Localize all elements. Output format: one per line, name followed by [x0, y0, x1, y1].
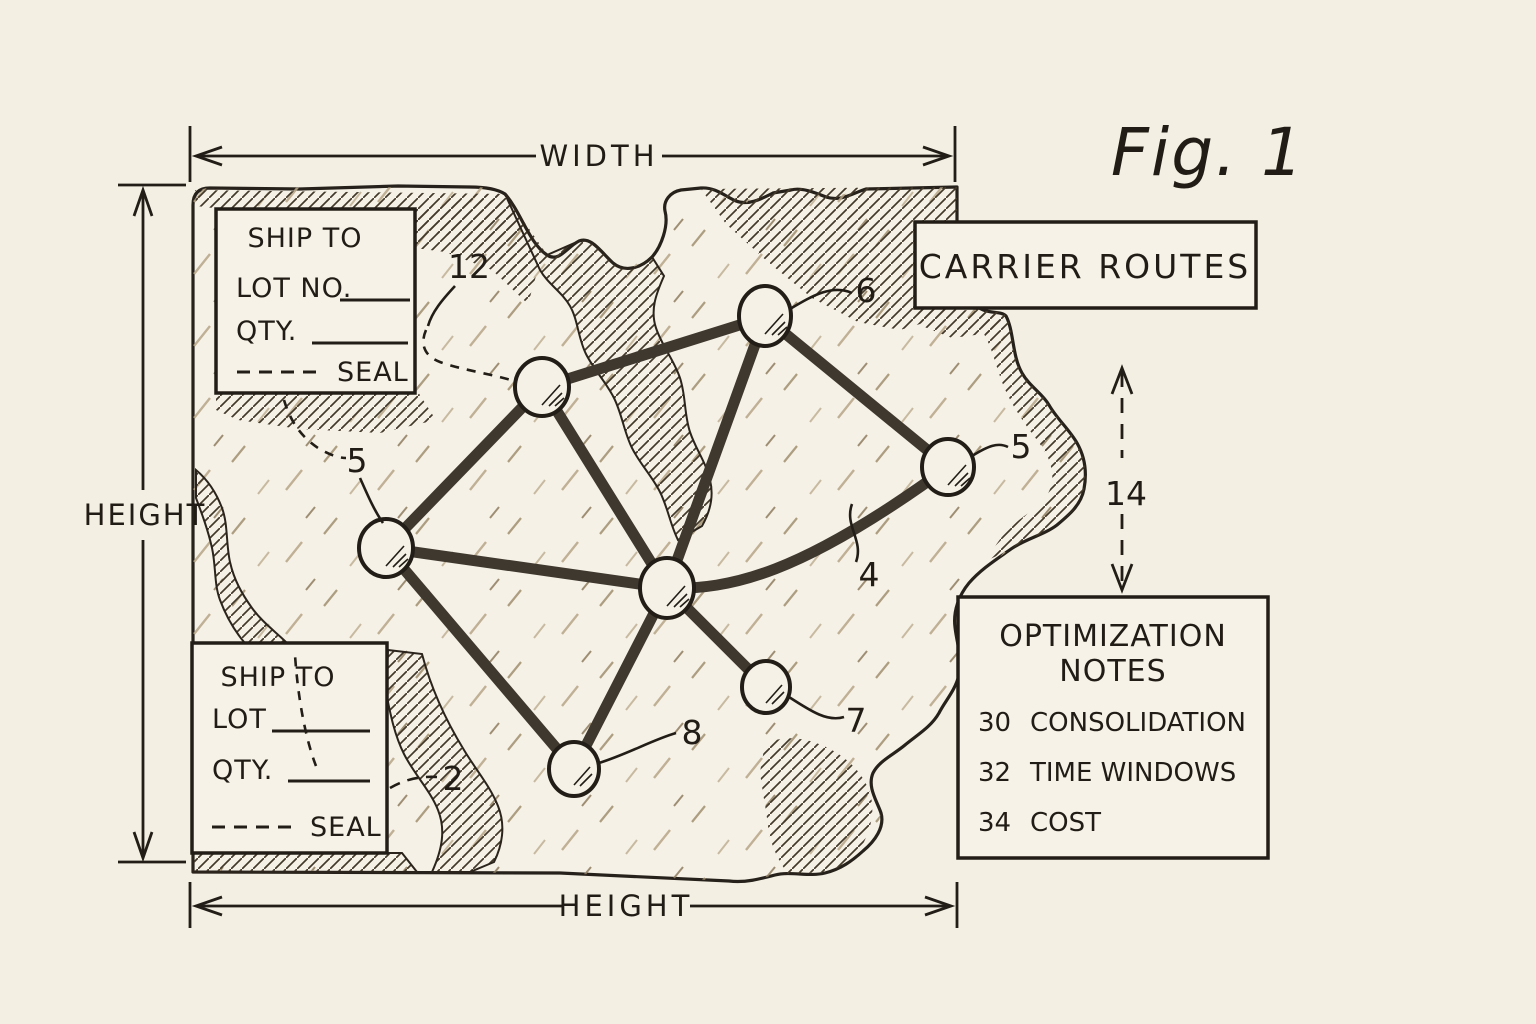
route-edge — [536, 381, 673, 594]
height-dimension-bottom — [188, 882, 959, 928]
node-center-hub — [638, 556, 696, 620]
carrier-route-network — [357, 284, 976, 798]
ref-4: 4 — [859, 555, 880, 594]
height-label-left: HEIGHT — [84, 498, 207, 532]
ship-to-box-bottom: SHIP TO LOT QTY. SEAL — [190, 641, 389, 855]
height-arrowhead-top — [132, 185, 154, 217]
gap-arrowhead-bottom — [1110, 563, 1134, 594]
item-num: 30 — [978, 708, 1011, 738]
carrier-routes-box: CARRIER ROUTES — [913, 220, 1258, 310]
ref-6: 6 — [856, 271, 877, 310]
ship-to-box-top: SHIP TO LOT NO. QTY. SEAL — [214, 207, 417, 395]
ship-to-bottom-seal-label: SEAL — [310, 812, 382, 843]
leader-lines — [282, 285, 1009, 790]
bottom-arrowhead-right — [924, 895, 956, 917]
hatch-right-of-top-box — [415, 193, 540, 304]
leader-5-right — [971, 443, 1009, 458]
route-nodes — [357, 284, 976, 798]
route-edge — [661, 311, 771, 594]
ship-to-bottom-lot-label: LOT — [212, 704, 267, 735]
ref-14: 14 — [1105, 474, 1147, 513]
node-8 — [547, 740, 601, 798]
bottom-arrowhead-left — [191, 895, 223, 917]
leader-6 — [789, 288, 853, 311]
route-edge — [380, 381, 548, 554]
ref-2: 2 — [443, 759, 464, 798]
gap-arrowhead-top — [1110, 364, 1134, 395]
ref-5-right: 5 — [1011, 427, 1032, 466]
ship-to-top-seal-label: SEAL — [337, 357, 409, 388]
leader-2-dashed — [389, 775, 438, 790]
hatch-under-top-box — [216, 392, 436, 433]
node-7 — [740, 659, 792, 715]
leader-4 — [848, 503, 860, 563]
ship-to-top-title: SHIP TO — [247, 223, 362, 254]
hatch-bottom-left-strip — [192, 852, 420, 873]
hatch-bottom-river — [384, 648, 504, 873]
route-edge — [568, 582, 673, 775]
ship-to-bottom-title: SHIP TO — [220, 662, 335, 693]
ship-to-top-lot-label: LOT NO. — [236, 273, 352, 304]
figure-title: Fig. 1 — [1111, 114, 1305, 191]
height-label-bottom: HEIGHT — [559, 889, 694, 923]
route-edge — [536, 311, 771, 393]
node-6 — [737, 284, 793, 348]
optimization-items: 30 CONSOLIDATION 32 TIME WINDOWS 34 COST — [978, 708, 1246, 838]
carrier-routes-label: CARRIER ROUTES — [919, 247, 1252, 286]
width-arrowhead-left — [191, 145, 223, 167]
route-edge — [380, 542, 580, 775]
item-label: TIME WINDOWS — [1029, 758, 1236, 788]
route-edge — [759, 311, 954, 473]
leader-box-dashed — [282, 399, 347, 460]
width-arrowhead-right — [922, 145, 954, 167]
ref-8: 8 — [682, 713, 703, 752]
width-label: WIDTH — [539, 139, 658, 173]
ship-to-bottom-qty-label: QTY. — [212, 755, 273, 786]
reference-numerals: 12 6 5 5 4 7 8 2 14 — [347, 247, 1148, 798]
leader-12-dashed — [422, 329, 515, 383]
hatch-bottom-right-blob — [760, 738, 873, 874]
leader-12-solid — [426, 285, 456, 327]
leader-8 — [598, 731, 677, 765]
ref-5-left: 5 — [347, 441, 368, 480]
width-dimension — [188, 126, 957, 182]
gap-dimension-14 — [1110, 364, 1134, 594]
optimization-title-line1: OPTIMIZATION — [999, 619, 1227, 654]
node-5-left — [357, 517, 415, 579]
ship-to-top-qty-label: QTY. — [236, 316, 297, 347]
optimization-notes-box: OPTIMIZATION NOTES 30 CONSOLIDATION 32 T… — [956, 595, 1270, 860]
optimization-title-line2: NOTES — [1059, 654, 1166, 689]
hatch-top-right-band — [701, 187, 973, 330]
leader-5-left — [358, 477, 385, 524]
node-5-right — [920, 437, 976, 497]
item-label: COST — [1030, 808, 1101, 838]
item-label: CONSOLIDATION — [1030, 708, 1246, 738]
node-12 — [513, 356, 571, 418]
height-dimension-left — [118, 183, 186, 864]
ref-7: 7 — [846, 701, 867, 740]
leader-7 — [788, 695, 845, 720]
item-num: 32 — [978, 758, 1011, 788]
route-edge — [380, 542, 673, 594]
item-num: 34 — [978, 808, 1011, 838]
ref-12: 12 — [448, 247, 490, 286]
height-arrowhead-bottom — [132, 831, 154, 863]
hatch-right-bulge — [973, 301, 1086, 560]
